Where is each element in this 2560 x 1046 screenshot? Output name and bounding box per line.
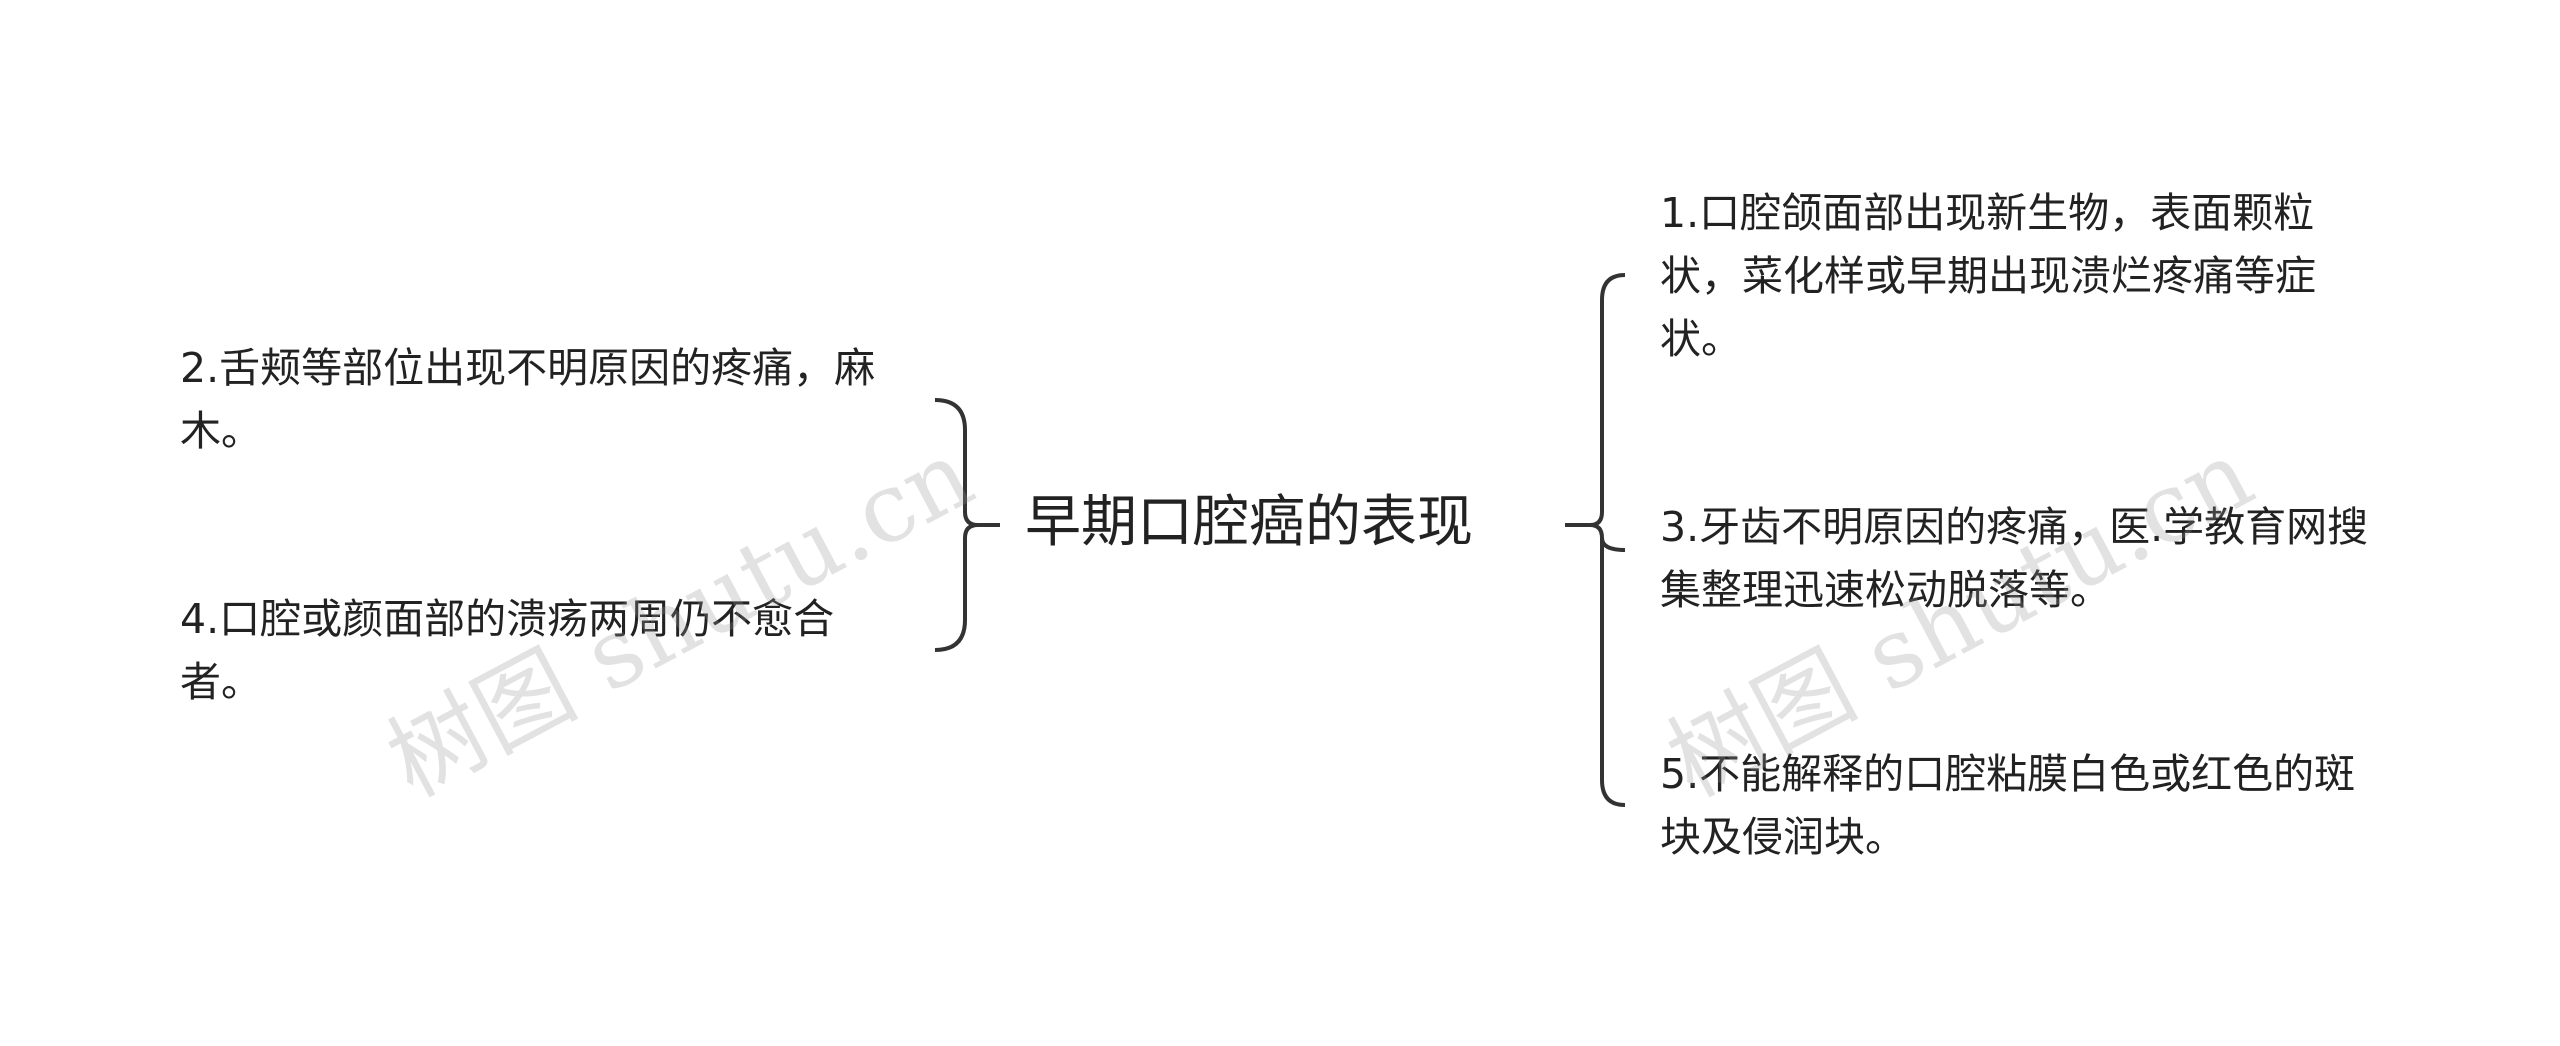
root-node[interactable]: 早期口腔癌的表现	[1025, 490, 1473, 555]
child-node-3[interactable]: 3.牙齿不明原因的疼痛，医.学教育网搜集整理迅速松动脱落等。	[1660, 503, 2369, 614]
connector-right-middle	[1600, 537, 1626, 552]
child-node-5[interactable]: 5.不能解释的口腔粘膜白色或红色的斑块及侵润块。	[1660, 750, 2356, 861]
bracket-left	[934, 398, 979, 652]
child-node-2[interactable]: 2.舌颊等部位出现不明原因的疼痛，麻木。	[180, 344, 876, 455]
bracket-right	[1589, 273, 1626, 807]
child-node-1[interactable]: 1.口腔颌面部出现新生物，表面颗粒状，菜化样或早期出现溃烂疼痛等症状。	[1660, 189, 2316, 363]
child-node-4[interactable]: 4.口腔或颜面部的溃疡两周仍不愈合者。	[180, 595, 835, 706]
